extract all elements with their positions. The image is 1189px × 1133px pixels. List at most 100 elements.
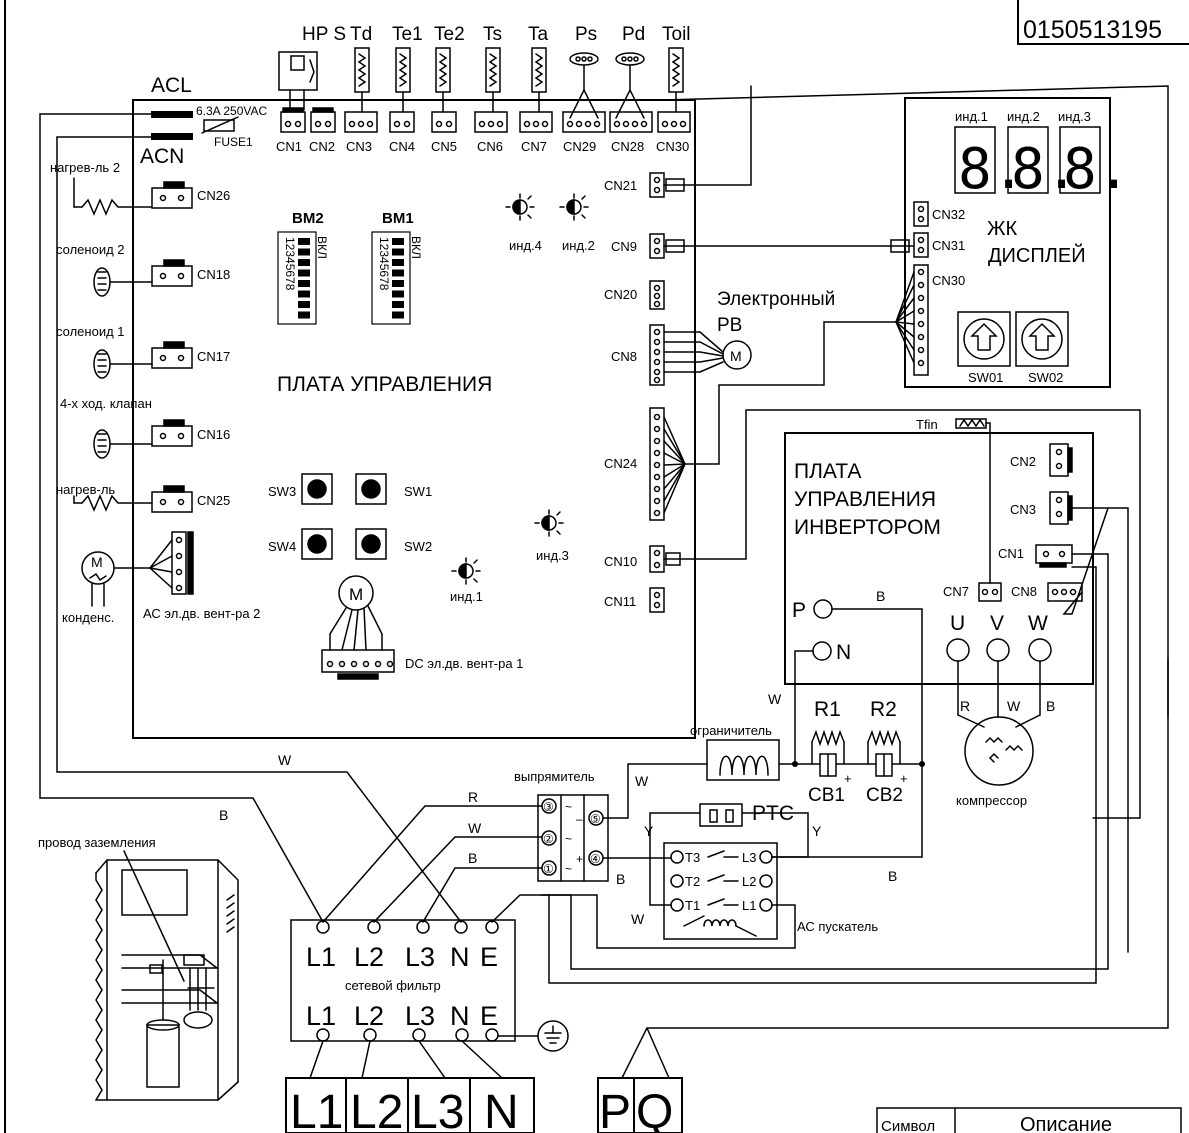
solenoid-1-icon [93,349,153,379]
filter-label: сетевой фильтр [345,978,441,993]
sensor-label-ts: Ts [483,24,502,45]
dip-bars [298,238,404,319]
terminal-l2: L2 [350,1086,403,1133]
fuse-label: FUSE1 [214,135,253,149]
terminal-n: N [484,1086,519,1133]
ac-fan-label: конденс. [62,610,114,625]
rect-minus: – [576,812,583,826]
led-ind3-icon [534,509,564,537]
lcd-title-1: ЖК [987,218,1017,240]
lcd-title-2: ДИСПЛЕЙ [988,243,1086,267]
cn26-label: CN26 [197,188,230,203]
main-board [132,99,696,739]
lcd-board [904,97,1111,388]
l1-label: L1 [742,898,756,913]
t2-label: T2 [685,874,700,889]
sensor-label-td: Td [350,24,372,45]
wire-w-3: W [635,773,649,789]
sw02-button [1015,311,1069,367]
led-ind4-icon [505,193,535,221]
acn-terminal [151,133,193,140]
sw2-label: SW2 [404,539,432,554]
lcd-cn31-label: CN31 [932,238,965,253]
wire-b-5: B [876,588,885,604]
contactor-labels: T3 T2 T1 L3 L2 L1 [685,850,756,913]
four-way-valve-label: 4-х ход. клапан [60,396,152,411]
r1-label: R1 [814,698,841,721]
filter-bottom-e: E [480,1001,498,1031]
cn2-label: CN2 [309,139,335,154]
cn9-label: CN9 [611,239,637,254]
thermistor-ts-icon [485,47,501,113]
dip-slider [392,280,404,287]
heater-2-icon [73,198,153,216]
l2-label: L2 [742,874,756,889]
inv-cn8-label: CN8 [1011,584,1037,599]
dip-slider [298,269,310,277]
eev-label-1: Электронный [717,289,835,310]
inv-cn1-label: CN1 [998,546,1024,561]
bm1-on-label: ВКЛ [409,236,423,259]
rect-pin-4: ④ [590,852,601,866]
thermistor-ta-icon [531,47,547,113]
ptc [699,803,743,827]
rect-ac-1: ~ [565,800,572,814]
lcd-digit-3: 8. [1063,137,1130,202]
cn28-label: CN28 [611,139,644,154]
filter-top-labels: L1 L2 L3 N E [306,942,498,972]
cb1-label: CB1 [808,785,845,806]
filter-top-l2: L2 [354,942,384,972]
led-ind1-icon [451,557,481,585]
compressor-label: компрессор [956,793,1027,808]
page-frame [4,0,1189,1133]
rect-pin-3: ③ [543,800,554,814]
sw1-label: SW1 [404,484,432,499]
thermistor-td-icon [354,47,370,113]
sensor-label-ta: Ta [528,24,549,45]
fuse-icon [203,119,235,132]
lcd-digit-label-2: инд.2 [1007,109,1040,124]
lcd-digit-2: 8. [1011,137,1078,202]
eev-label-2: РВ [717,315,742,336]
outdoor-unit-sketch-icon [95,859,239,1101]
dip-slider [298,280,310,287]
sensor-label-toil: Toil [662,24,691,45]
dip-slider [392,311,404,319]
inverter-title-1: ПЛАТА [794,460,861,483]
solenoid-2-label: соленоид 2 [56,242,125,257]
line-filter [290,919,516,1042]
eev [663,331,752,373]
dip-slider [298,311,310,319]
ind4-label: инд.4 [509,238,542,253]
dip-slider [392,259,404,266]
eev-motor-icon [722,340,752,370]
inv-n-label: N [836,641,851,664]
bm2-numbers: 12345678 [283,237,297,291]
right-connector-labels: CN21 CN9 CN20 CN8 CN24 CN10 CN11 [604,178,637,609]
inverter-title-2: УПРАВЛЕНИЯ [794,488,936,511]
heater-2-text: нагрев-ль 2 [50,160,120,175]
top-connector-labels: CN1 CN2 CN3 CN4 CN5 CN6 CN7 CN29 CN28 CN… [276,139,689,154]
fuse-rating: 6.3A 250VAC [196,104,267,118]
lcd-cn30-label: CN30 [932,273,965,288]
rect-pin-2: ② [543,832,554,846]
contactor-contacts [670,850,773,937]
document-id: 0150513195 [1023,16,1162,44]
wire-w-2: W [468,820,482,836]
wire-w-4: W [768,691,782,707]
sw01-button [957,311,1011,367]
filter-top-l3: L3 [405,942,435,972]
wiring [39,85,1169,1079]
cb1-plus: + [844,771,852,786]
main-board-title: ПЛАТА УПРАВЛЕНИЯ [277,373,492,396]
wire-y-2: Y [812,823,822,839]
lcd-digit-label-1: инд.1 [955,109,988,124]
heater-icon [73,494,153,512]
four-way-valve-icon [93,429,153,459]
wire-b-4: B [888,868,897,884]
compressor-icon [964,716,1034,786]
acn-label: ACN [140,145,184,168]
table-header-description: Описание [1020,1114,1112,1133]
thermistor-te1-icon [395,47,411,113]
lcd-digit-1: 8. [958,137,1025,202]
